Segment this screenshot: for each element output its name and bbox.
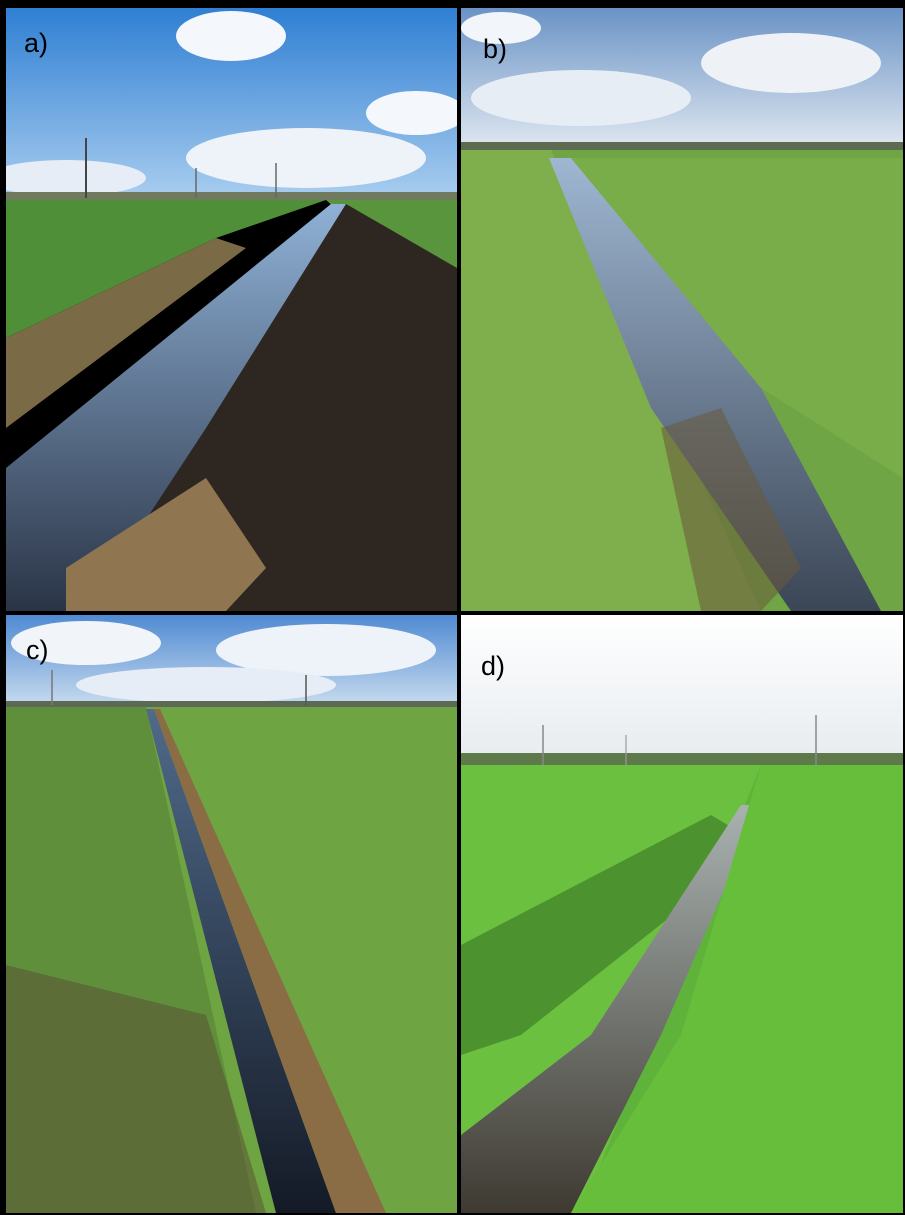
panel-label-d: d) <box>481 651 506 681</box>
photo-panel-c: c) <box>4 613 459 1215</box>
panel-label-c: c) <box>26 635 49 665</box>
photo-d-scene <box>461 615 903 1213</box>
photo-panel-b: b) <box>459 6 905 613</box>
panel-label-a: a) <box>24 28 49 58</box>
photo-b-scene <box>461 8 903 611</box>
photo-panel-d: d) <box>459 613 905 1215</box>
panel-label-b: b) <box>483 34 508 64</box>
photo-c-scene <box>6 615 457 1213</box>
photo-a-scene <box>6 8 457 611</box>
photo-panel-a: a) <box>4 6 459 613</box>
